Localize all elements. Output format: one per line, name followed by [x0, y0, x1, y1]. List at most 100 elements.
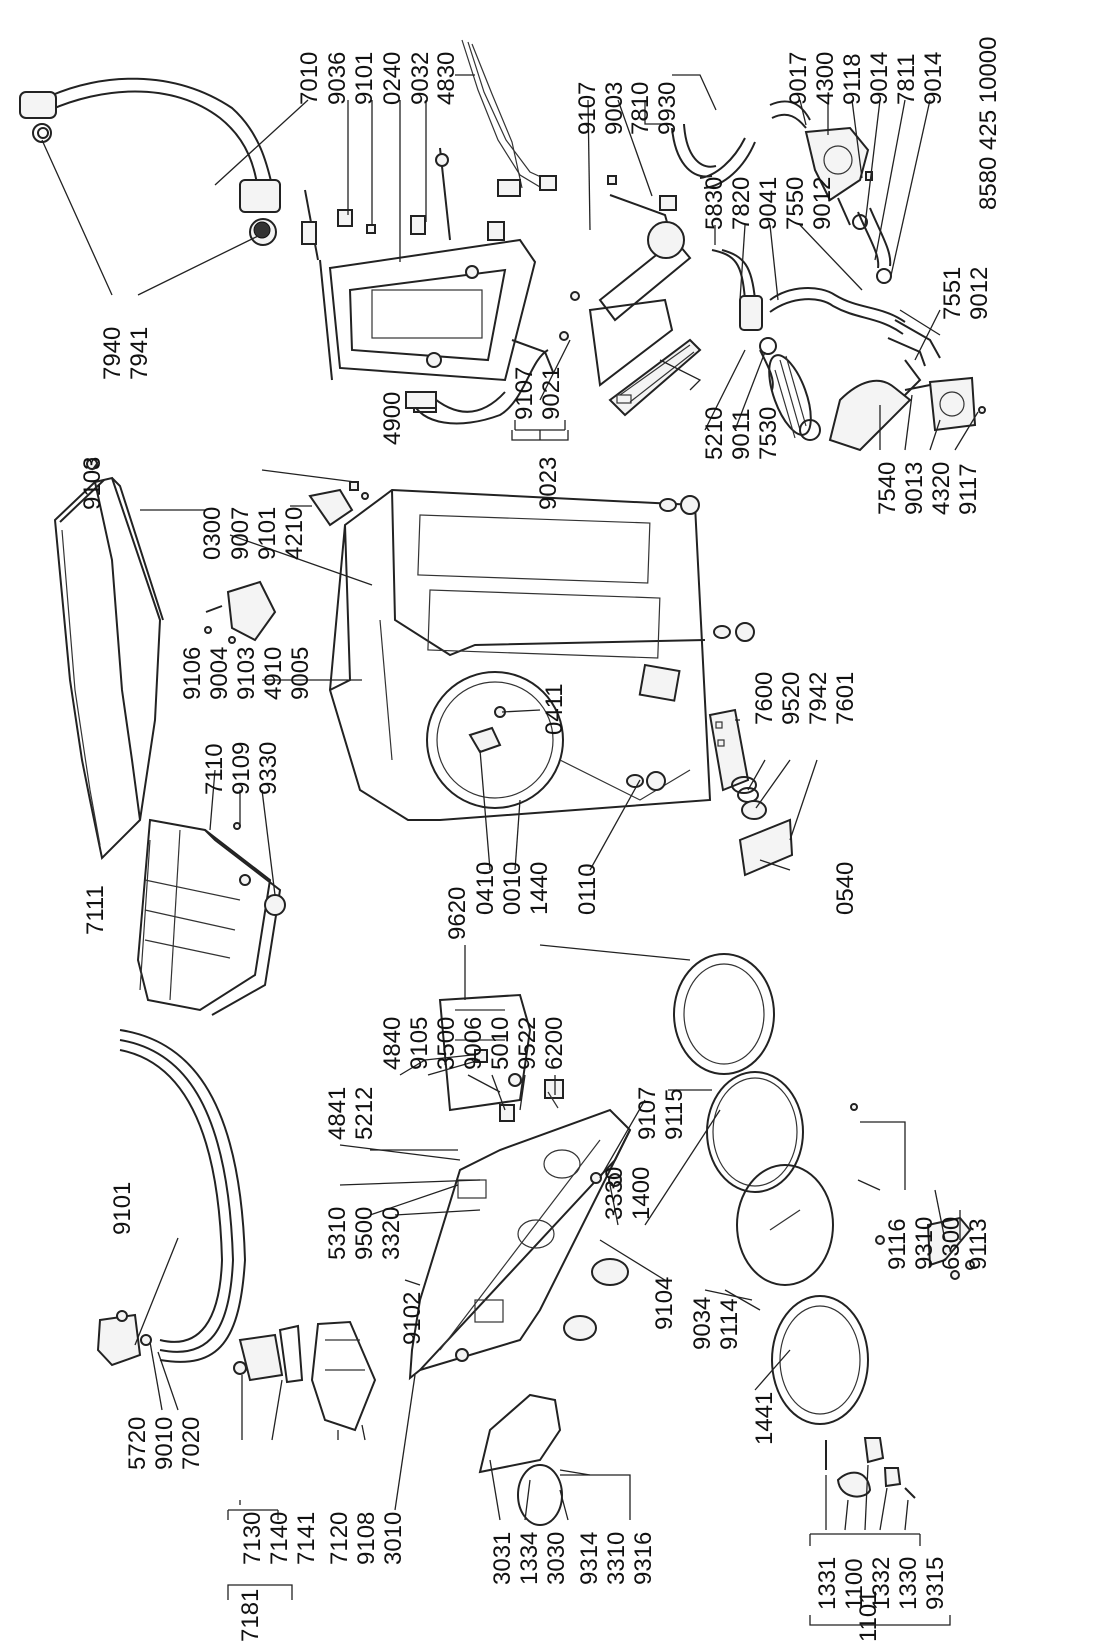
label-9013: 9013	[901, 462, 928, 515]
label-4300: 4300	[812, 52, 839, 105]
label-1332: 1332	[868, 1557, 895, 1610]
label-9310: 9310	[911, 1217, 938, 1270]
label-9004: 9004	[206, 647, 233, 700]
door-lock-4210	[308, 481, 369, 527]
label-0300: 0300	[199, 507, 226, 560]
control-module-5210	[559, 291, 702, 417]
label-7600: 7600	[751, 672, 778, 725]
pump-4300	[769, 100, 892, 284]
label-4910: 4910	[260, 647, 287, 700]
label-9102: 9102	[399, 1292, 426, 1345]
label-1101: 1101	[855, 1590, 882, 1642]
label-9316: 9316	[630, 1532, 657, 1585]
label-4840: 4840	[379, 1017, 406, 1070]
label-3320: 3320	[378, 1207, 405, 1260]
label-6200: 6200	[541, 1017, 568, 1070]
label-0410: 0410	[472, 862, 499, 915]
label-9005: 9005	[287, 647, 314, 700]
label-1441: 1441	[751, 1392, 778, 1445]
label-9034: 9034	[689, 1297, 716, 1350]
door-outer-ring-1441	[771, 1295, 869, 1425]
small-parts-1101	[825, 1437, 916, 1499]
label-1100: 1100	[841, 1558, 868, 1610]
label-7530: 7530	[755, 407, 782, 460]
label-9003: 9003	[601, 82, 628, 135]
label-7020: 7020	[178, 1417, 205, 1470]
label-7601: 7601	[832, 672, 859, 725]
leader-lines	[41, 74, 979, 1546]
label-7010: 7010	[296, 52, 323, 105]
label-0010: 0010	[499, 862, 526, 915]
interlock-4910	[204, 580, 277, 644]
label-4210: 4210	[281, 507, 308, 560]
label-9010: 9010	[151, 1417, 178, 1470]
label-9036: 9036	[324, 52, 351, 105]
label-9101: 9101	[254, 507, 281, 560]
label-9118: 9118	[839, 53, 866, 105]
washers-7940-7941	[37, 127, 271, 239]
label-9107: 9107	[574, 82, 601, 135]
label-3310: 3310	[603, 1532, 630, 1585]
label-9500: 9500	[351, 1207, 378, 1260]
label-9117: 9117	[955, 463, 982, 515]
dispenser-housing-7110	[136, 818, 286, 1016]
label-9017: 9017	[785, 52, 812, 105]
label-9114: 9114	[716, 1298, 743, 1350]
label-9032: 9032	[407, 52, 434, 105]
filter-housing-4320	[904, 376, 986, 432]
label-9103: 9103	[79, 457, 106, 510]
label-4900: 4900	[379, 392, 406, 445]
label-9012: 9012	[966, 267, 993, 320]
label-7810: 7810	[627, 82, 654, 135]
pressure-switch-bracket	[598, 175, 692, 322]
label-4841: 4841	[324, 1087, 351, 1140]
part-labels: 7010 9036 9101 0240 9032 4830 9107 9003 …	[79, 36, 1002, 1642]
label-document-number: 8580 425 10000	[975, 36, 1002, 210]
label-5830: 5830	[701, 177, 728, 230]
label-7550: 7550	[782, 177, 809, 230]
label-5010: 5010	[487, 1017, 514, 1070]
feet-0110	[626, 495, 755, 791]
pump-filter-7600	[708, 708, 794, 877]
label-7120: 7120	[326, 1512, 353, 1565]
cable-harness-4830	[461, 39, 557, 197]
label-1331: 1331	[814, 1557, 841, 1610]
label-9109: 9109	[228, 742, 255, 795]
label-7110: 7110	[201, 743, 228, 795]
label-4320: 4320	[928, 462, 955, 515]
electronic-module-5010	[438, 993, 564, 1122]
label-0110: 0110	[574, 863, 601, 915]
label-9103: 9103	[233, 647, 260, 700]
mains-cable-4900	[405, 349, 549, 425]
label-0540: 0540	[832, 862, 859, 915]
knobs-3310	[563, 1173, 629, 1341]
door-ring-1440	[673, 953, 775, 1075]
label-1330: 1330	[895, 1557, 922, 1610]
clips-9036-9101-9032	[301, 147, 505, 261]
door-glass	[736, 1164, 834, 1286]
label-7540: 7540	[874, 462, 901, 515]
label-5212: 5212	[351, 1087, 378, 1140]
label-9014: 9014	[866, 52, 893, 105]
label-9014: 9014	[920, 52, 947, 105]
label-5310: 5310	[324, 1207, 351, 1260]
label-7940: 7940	[99, 327, 126, 380]
label-9330: 9330	[255, 742, 282, 795]
label-7181: 7181	[237, 1589, 264, 1642]
group-brackets	[227, 430, 951, 1626]
door-frame-1400	[706, 1071, 804, 1193]
label-7820: 7820	[728, 177, 755, 230]
label-9620: 9620	[444, 887, 471, 940]
label-5210: 5210	[701, 407, 728, 460]
label-7111: 7111	[82, 885, 109, 935]
label-9107: 9107	[634, 1087, 661, 1140]
hose-7810-9930	[671, 123, 756, 189]
label-7941: 7941	[126, 327, 153, 380]
label-7141: 7141	[293, 1512, 320, 1565]
label-9101: 9101	[351, 52, 378, 105]
label-0411: 0411	[541, 683, 568, 735]
label-5720: 5720	[124, 1417, 151, 1470]
panel-cover-3031	[478, 1393, 563, 1526]
label-9930: 9930	[654, 82, 681, 135]
